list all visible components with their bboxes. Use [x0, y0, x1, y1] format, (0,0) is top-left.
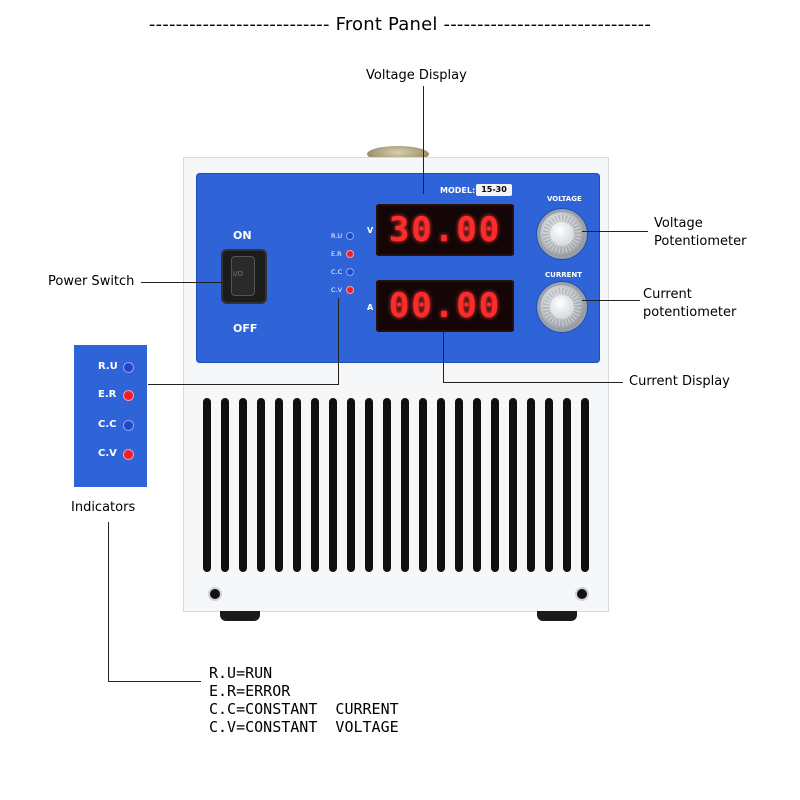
legend-item-cv: C.V=CONSTANT VOLTAGE [209, 718, 399, 736]
inset-label-er: E.R [98, 389, 117, 400]
indicator-label-er: E.R [331, 250, 342, 258]
indicator-led-cc [347, 269, 353, 275]
callout-voltage-pot-line2: Potentiometer [654, 234, 747, 249]
current-reading: 00.00 [388, 286, 502, 326]
voltage-reading: 30.00 [388, 210, 502, 250]
callout-voltage-display: Voltage Display [366, 68, 467, 83]
vent-slot [491, 398, 499, 572]
screw-left [210, 589, 220, 599]
indicator-label-cv: C.V [331, 286, 343, 294]
indicator-led-er [347, 251, 353, 257]
current-knob-cap [550, 295, 574, 319]
page-title: --------------------------- Front Panel … [148, 14, 652, 35]
voltage-knob-cap [550, 222, 574, 246]
voltage-knob-label: VOLTAGE [547, 195, 582, 203]
current-knob-label: CURRENT [545, 271, 583, 279]
leader-legend-horizontal [108, 681, 201, 682]
callout-current-pot-line2: potentiometer [643, 305, 737, 320]
on-label: ON [233, 229, 252, 242]
vent-slot [401, 398, 409, 572]
callout-voltage-pot-line1: Voltage [654, 216, 703, 231]
vent-slot [239, 398, 247, 572]
vent-slot [365, 398, 373, 572]
leader-indicators-vertical [338, 298, 339, 384]
switch-mark: I/O [233, 270, 243, 278]
voltage-display: 30.00 [376, 204, 514, 256]
inset-led-cc [124, 421, 133, 430]
legend-item-er: E.R=ERROR [209, 682, 291, 700]
vent-slot [221, 398, 229, 572]
off-label: OFF [233, 322, 258, 335]
vent-slot [437, 398, 445, 572]
callout-current-display: Current Display [629, 374, 730, 389]
leader-power-switch [141, 282, 229, 283]
inset-label-ru: R.U [98, 361, 118, 372]
indicator-label-cc: C.C [331, 268, 343, 276]
inset-label-cv: C.V [98, 448, 117, 459]
callout-power-switch: Power Switch [48, 274, 135, 289]
indicator-label-ru: R.U [331, 232, 343, 240]
indicator-led-ru [347, 233, 353, 239]
vent-slot [293, 398, 301, 572]
vent-slot [455, 398, 463, 572]
current-unit: A [367, 303, 374, 312]
inset-led-cv [124, 450, 133, 459]
vent-slot [419, 398, 427, 572]
vent-slot [473, 398, 481, 572]
vent-slot [527, 398, 535, 572]
voltage-unit: V [367, 226, 374, 235]
vent-slot [545, 398, 553, 572]
screw-right [577, 589, 587, 599]
inset-label-cc: C.C [98, 419, 117, 430]
vent-slot [347, 398, 355, 572]
legend-item-ru: R.U=RUN [209, 664, 273, 682]
vent-slot [275, 398, 283, 572]
model-label: MODEL: [440, 186, 476, 195]
vent-slot [383, 398, 391, 572]
foot-right [537, 611, 577, 621]
indicator-legend: R.U=RUN E.R=ERROR C.C=CONSTANT CURRENT C… [209, 664, 399, 736]
vent-slot [509, 398, 517, 572]
vent-slot [257, 398, 265, 572]
vent-slot [311, 398, 319, 572]
vent-slot [563, 398, 571, 572]
legend-item-cc: C.C=CONSTANT CURRENT [209, 700, 399, 718]
current-display: 00.00 [376, 280, 514, 332]
leader-current-display-vertical [443, 330, 444, 382]
foot-left [220, 611, 260, 621]
vent-slot [581, 398, 589, 572]
leader-voltage-pot [582, 231, 648, 232]
inset-led-er [124, 391, 133, 400]
current-knob[interactable] [540, 285, 584, 329]
inset-led-ru [124, 363, 133, 372]
leader-voltage-display [423, 86, 424, 194]
leader-legend-vertical [108, 522, 109, 682]
leader-current-pot [582, 300, 640, 301]
power-switch-rocker[interactable]: I/O [231, 256, 255, 296]
callout-current-pot-line1: Current [643, 287, 692, 302]
indicator-inset: R.U E.R C.C C.V [74, 345, 147, 487]
leader-indicators-horizontal [148, 384, 339, 385]
leader-current-display-horizontal [443, 382, 623, 383]
ventilation-grille [203, 398, 589, 576]
indicator-led-cv [347, 287, 353, 293]
model-badge: 15-30 [476, 184, 512, 196]
voltage-knob[interactable] [540, 212, 584, 256]
vent-slot [203, 398, 211, 572]
vent-slot [329, 398, 337, 572]
panel-indicators: R.U E.R C.C C.V [331, 232, 361, 302]
callout-indicators: Indicators [71, 500, 136, 515]
